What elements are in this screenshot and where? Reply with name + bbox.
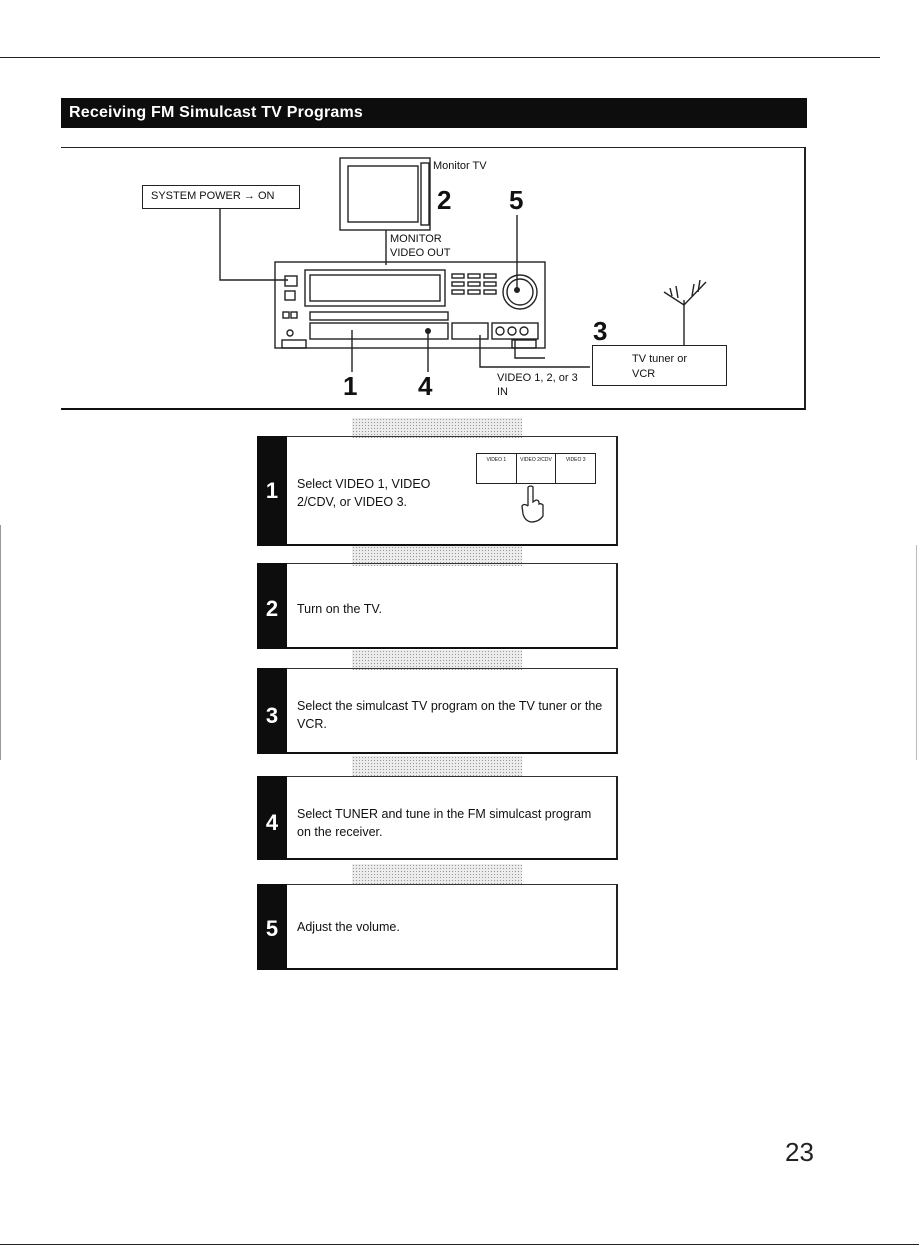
bottom-rule (0, 1244, 919, 1245)
video-1-button: VIDEO 1 (477, 454, 517, 483)
tv-tuner-box (592, 345, 727, 386)
video-3-button: VIDEO 3 (565, 457, 586, 463)
receiver-icon (274, 261, 546, 349)
step-1-bar (257, 436, 287, 546)
step-connector (352, 546, 522, 566)
step-1-number: 1 (265, 478, 279, 503)
step-connector (352, 756, 522, 776)
step-connector (352, 650, 522, 670)
step-3-number: 3 (265, 703, 279, 728)
top-rule (0, 57, 880, 58)
diagram-drawing (219, 157, 707, 372)
step-2-bar (257, 563, 287, 649)
callout-5: 5 (509, 185, 524, 215)
section-title-bar (61, 98, 807, 128)
video-2-cdv-button: VIDEO 2/CDV (517, 454, 557, 483)
page-edge-line (0, 525, 1, 760)
step-4-bar (257, 776, 287, 860)
callout-4: 4 (418, 371, 433, 401)
step-2-number: 2 (265, 596, 279, 621)
video-in-label: VIDEO 1, 2, or 3 (497, 372, 578, 384)
step-3-text: Select the simulcast TV program on the T… (297, 699, 603, 731)
step-1-box (257, 436, 618, 546)
step-3-box (257, 668, 618, 754)
step-4-text: Select TUNER and tune in the FM simulcas… (297, 807, 592, 839)
step-5-number: 5 (265, 916, 279, 941)
monitor-tv-icon (339, 157, 431, 231)
power-box (142, 185, 300, 209)
step-5-text: Adjust the volume. (297, 920, 400, 934)
step-4-box (257, 776, 618, 860)
step-connector (352, 864, 522, 884)
callout-2: 2 (437, 185, 452, 215)
tuner-label-2: VCR (632, 368, 656, 380)
step-2-box (257, 563, 618, 649)
volume-knob-icon (502, 274, 538, 310)
step-5-bar (257, 884, 287, 970)
connection-diagram (61, 147, 806, 410)
step-1-text: Select VIDEO 1, VIDEO 2/CDV, or VIDEO 3. (297, 477, 431, 509)
step-4-number: 4 (265, 810, 279, 835)
pointing-hand-icon (521, 485, 544, 523)
monitor-tv-label: Monitor TV (433, 160, 487, 172)
power-label: SYSTEM POWER → ON (151, 190, 275, 202)
callout-1: 1 (343, 371, 358, 401)
tuner-label: TV tuner or (632, 353, 688, 365)
step-connector (352, 418, 522, 438)
video-in-label-2: IN (497, 386, 508, 398)
page-edge-line (916, 545, 917, 760)
step-3-bar (257, 668, 287, 754)
step-2-text: Turn on the TV. (297, 602, 383, 616)
page-number: 23 (785, 1137, 814, 1167)
step-5-box (257, 884, 618, 970)
callout-3: 3 (593, 316, 608, 346)
section-title: Receiving FM Simulcast TV Programs (69, 104, 363, 121)
monitor-out-label: MONITOR (390, 233, 442, 245)
monitor-out-label-2: VIDEO OUT (390, 247, 451, 259)
video-selector-buttons: VIDEO 1 VIDEO 2/CDV VIDEO 3 (476, 453, 596, 484)
